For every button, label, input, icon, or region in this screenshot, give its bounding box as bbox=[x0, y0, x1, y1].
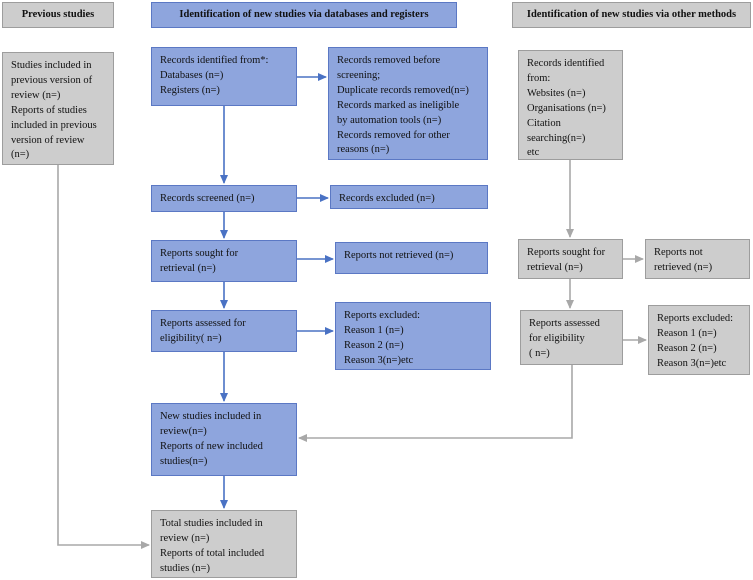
records-screened-box: Records screened (n=) bbox=[151, 185, 297, 212]
header-databases-registers: Identification of new studies via databa… bbox=[151, 2, 457, 28]
other-reports-excluded-box: Reports excluded: Reason 1 (n=) Reason 2… bbox=[648, 305, 750, 375]
arrow-previous-to-total bbox=[57, 165, 150, 549]
reports-assessed-box: Reports assessed for eligibility( n=) bbox=[151, 310, 297, 352]
header-other-methods: Identification of new studies via other … bbox=[512, 2, 751, 28]
total-studies-box: Total studies included in review (n=) Re… bbox=[151, 510, 297, 578]
header-previous-studies: Previous studies bbox=[2, 2, 114, 28]
reports-excluded-box: Reports excluded: Reason 1 (n=) Reason 2… bbox=[335, 302, 491, 370]
arrow-other-assessed-to-new-studies bbox=[298, 365, 573, 442]
records-removed-box: Records removed before screening; Duplic… bbox=[328, 47, 488, 160]
other-reports-sought-box: Reports sought for retrieval (n=) bbox=[518, 239, 623, 279]
new-studies-box: New studies included in review(n=) Repor… bbox=[151, 403, 297, 476]
other-reports-not-retrieved-box: Reports not retrieved (n=) bbox=[645, 239, 750, 279]
previous-studies-box: Studies included in previous version of … bbox=[2, 52, 114, 165]
reports-not-retrieved-box: Reports not retrieved (n=) bbox=[335, 242, 488, 274]
other-reports-assessed-box: Reports assessed for eligibility ( n=) bbox=[520, 310, 623, 365]
records-identified-box: Records identified from*: Databases (n=)… bbox=[151, 47, 297, 106]
other-records-identified-box: Records identified from: Websites (n=) O… bbox=[518, 50, 623, 160]
reports-sought-box: Reports sought for retrieval (n=) bbox=[151, 240, 297, 282]
records-excluded-box: Records excluded (n=) bbox=[330, 185, 488, 209]
